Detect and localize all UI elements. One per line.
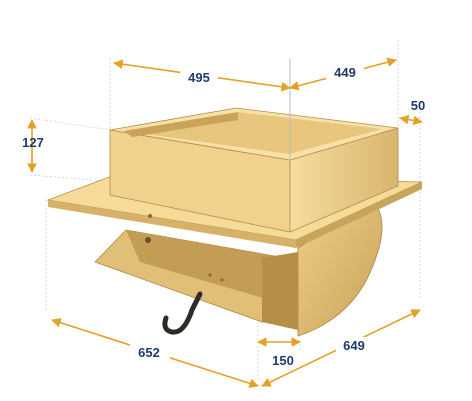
screw-icon	[208, 273, 212, 277]
hook-handle-icon	[162, 291, 203, 335]
dimension-labels: 495 449 50 127 652 649 150	[22, 63, 425, 368]
label-height: 127	[22, 135, 44, 150]
flange-edge-right	[296, 182, 422, 248]
flange-edge-front	[48, 200, 296, 248]
underside-side-wall	[262, 252, 298, 330]
label-top-depth: 449	[334, 65, 356, 80]
screw-icon	[220, 278, 224, 282]
label-top-width: 495	[188, 70, 210, 85]
label-base-depth: 649	[343, 338, 365, 353]
label-base-width: 652	[138, 345, 160, 360]
screw-icon	[145, 237, 151, 243]
label-sweep: 150	[272, 353, 294, 368]
screw-icon	[148, 214, 152, 218]
product-body	[46, 107, 423, 337]
underside-inner-wall	[126, 230, 286, 300]
label-flange: 50	[411, 98, 425, 113]
collar-inner-wall	[124, 112, 238, 137]
arrow-flange	[399, 114, 423, 126]
